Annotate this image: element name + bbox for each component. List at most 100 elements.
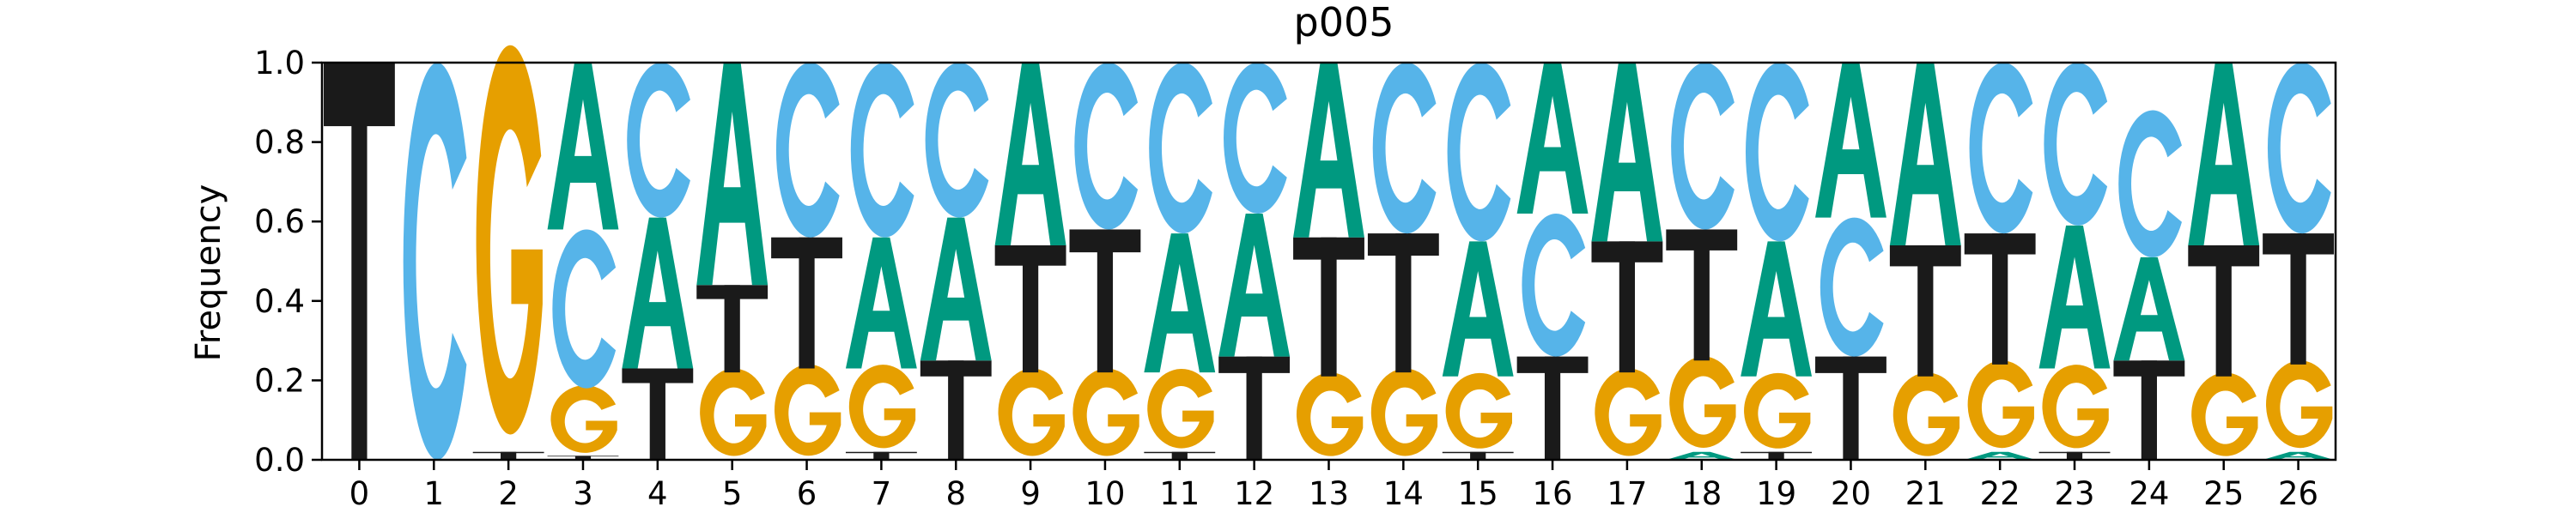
x-tick-label: 4 bbox=[647, 475, 668, 512]
logo-letter-G-pos-22 bbox=[1967, 360, 2034, 449]
logo-letter-G-pos-17 bbox=[1595, 368, 1662, 456]
logo-letter-T-pos-19 bbox=[1741, 451, 1813, 460]
logo-letter-T-pos-14 bbox=[1367, 233, 1439, 373]
y-tick-label: 0.4 bbox=[254, 283, 305, 320]
logo-letter-C-pos-8 bbox=[925, 63, 989, 218]
y-tick-label: 0.6 bbox=[254, 203, 305, 240]
x-tick-label: 26 bbox=[2278, 475, 2318, 512]
logo-letter-C-pos-1 bbox=[403, 63, 467, 461]
x-tick-label: 20 bbox=[1831, 475, 1871, 512]
logo-letter-T-pos-11 bbox=[1144, 451, 1216, 460]
logo-letter-C-pos-18 bbox=[1671, 63, 1735, 230]
logo-letter-G-pos-18 bbox=[1669, 356, 1736, 448]
logo-letter-A-pos-19 bbox=[1741, 241, 1813, 377]
logo-letter-C-pos-26 bbox=[2267, 63, 2331, 234]
logo-letter-C-pos-24 bbox=[2118, 110, 2182, 257]
x-tick-label: 19 bbox=[1756, 475, 1796, 512]
x-tick-label: 6 bbox=[797, 475, 817, 512]
logo-letter-T-pos-17 bbox=[1591, 241, 1663, 373]
logo-letter-A-pos-4 bbox=[622, 217, 694, 369]
logo-letter-G-pos-11 bbox=[1147, 369, 1214, 449]
logo-letter-T-pos-2 bbox=[472, 451, 544, 460]
logo-letter-A-pos-12 bbox=[1218, 213, 1291, 357]
logo-letter-T-pos-13 bbox=[1293, 237, 1364, 377]
chart-title: p005 bbox=[1294, 0, 1394, 45]
logo-letter-T-pos-23 bbox=[2038, 451, 2111, 460]
logo-letter-T-pos-26 bbox=[2263, 233, 2334, 365]
logo-letter-T-pos-5 bbox=[696, 285, 769, 373]
logo-letter-C-pos-3 bbox=[552, 229, 617, 389]
logo-letter-C-pos-14 bbox=[1372, 63, 1437, 234]
logo-letter-G-pos-2 bbox=[476, 45, 543, 435]
x-tick-label: 25 bbox=[2203, 475, 2244, 512]
logo-letter-A-pos-21 bbox=[1889, 63, 1961, 245]
x-tick-label: 1 bbox=[424, 475, 445, 512]
logo-letter-A-pos-25 bbox=[2188, 63, 2260, 245]
x-tick-label: 13 bbox=[1309, 475, 1349, 512]
x-tick-label: 11 bbox=[1159, 475, 1200, 512]
logo-letter-G-pos-10 bbox=[1072, 368, 1139, 456]
x-tick-label: 23 bbox=[2054, 475, 2094, 512]
logo-letter-C-pos-10 bbox=[1074, 63, 1139, 230]
x-tick-label: 18 bbox=[1681, 475, 1722, 512]
logo-letter-G-pos-5 bbox=[700, 368, 767, 456]
logo-letter-A-pos-15 bbox=[1442, 241, 1514, 377]
x-tick-label: 16 bbox=[1533, 475, 1573, 512]
logo-letter-G-pos-25 bbox=[2191, 372, 2258, 456]
logo-letter-A-pos-9 bbox=[994, 63, 1066, 245]
logo-letter-G-pos-7 bbox=[848, 365, 916, 449]
logo-letter-A-pos-7 bbox=[845, 237, 917, 369]
logo-letter-T-pos-9 bbox=[994, 244, 1066, 373]
x-tick-label: 24 bbox=[2129, 475, 2169, 512]
y-tick-label: 1.0 bbox=[254, 45, 305, 81]
logo-letter-T-pos-8 bbox=[920, 360, 992, 460]
logo-letter-C-pos-6 bbox=[775, 63, 840, 238]
logo-letter-C-pos-16 bbox=[1522, 213, 1586, 357]
logo-letter-G-pos-6 bbox=[774, 364, 841, 456]
logo-letter-T-pos-3 bbox=[547, 456, 619, 460]
logo-letter-G-pos-13 bbox=[1296, 372, 1364, 456]
logo-letter-C-pos-11 bbox=[1149, 63, 1212, 234]
x-tick-label: 9 bbox=[1020, 475, 1041, 512]
y-tick-label: 0.2 bbox=[254, 362, 305, 399]
x-tick-label: 21 bbox=[1905, 475, 1946, 512]
logo-letter-G-pos-23 bbox=[2042, 365, 2109, 449]
logo-letter-T-pos-15 bbox=[1442, 451, 1514, 460]
logo-letter-A-pos-23 bbox=[2038, 225, 2111, 369]
y-axis-label: Frequency bbox=[189, 184, 228, 362]
x-tick-label: 12 bbox=[1234, 475, 1274, 512]
logo-letter-T-pos-7 bbox=[845, 451, 917, 460]
logo-letter-C-pos-23 bbox=[2044, 63, 2108, 226]
logo-letter-T-pos-6 bbox=[771, 237, 842, 369]
x-tick-label: 14 bbox=[1383, 475, 1424, 512]
logo-letter-G-pos-26 bbox=[2266, 360, 2333, 449]
logo-letter-A-pos-18 bbox=[1666, 451, 1738, 460]
logo-letter-C-pos-12 bbox=[1224, 63, 1287, 214]
logo-letter-T-pos-21 bbox=[1889, 244, 1961, 377]
logo-letter-A-pos-17 bbox=[1591, 63, 1663, 242]
logo-letter-A-pos-11 bbox=[1144, 233, 1216, 373]
logo-stacks bbox=[324, 45, 2334, 461]
logo-letter-A-pos-3 bbox=[547, 63, 619, 230]
logo-letter-C-pos-7 bbox=[850, 63, 914, 238]
x-tick-label: 2 bbox=[498, 475, 519, 512]
x-tick-label: 7 bbox=[872, 475, 892, 512]
logo-letter-A-pos-13 bbox=[1293, 63, 1364, 238]
logo-letter-C-pos-15 bbox=[1447, 63, 1511, 242]
logo-letter-T-pos-12 bbox=[1218, 356, 1291, 460]
logo-letter-T-pos-0 bbox=[324, 63, 395, 460]
y-tick-label: 0.0 bbox=[254, 442, 305, 479]
logo-letter-C-pos-22 bbox=[1969, 63, 2033, 234]
x-tick-label: 17 bbox=[1607, 475, 1647, 512]
x-tick-label: 10 bbox=[1084, 475, 1125, 512]
x-tick-label: 5 bbox=[722, 475, 743, 512]
x-tick-label: 15 bbox=[1458, 475, 1498, 512]
logo-letter-C-pos-20 bbox=[1820, 217, 1884, 357]
logo-letter-A-pos-20 bbox=[1815, 63, 1886, 218]
logo-letter-T-pos-20 bbox=[1815, 356, 1886, 460]
x-tick-label: 8 bbox=[945, 475, 966, 512]
logo-letter-A-pos-22 bbox=[1964, 451, 2036, 460]
x-tick-label: 22 bbox=[1980, 475, 2020, 512]
